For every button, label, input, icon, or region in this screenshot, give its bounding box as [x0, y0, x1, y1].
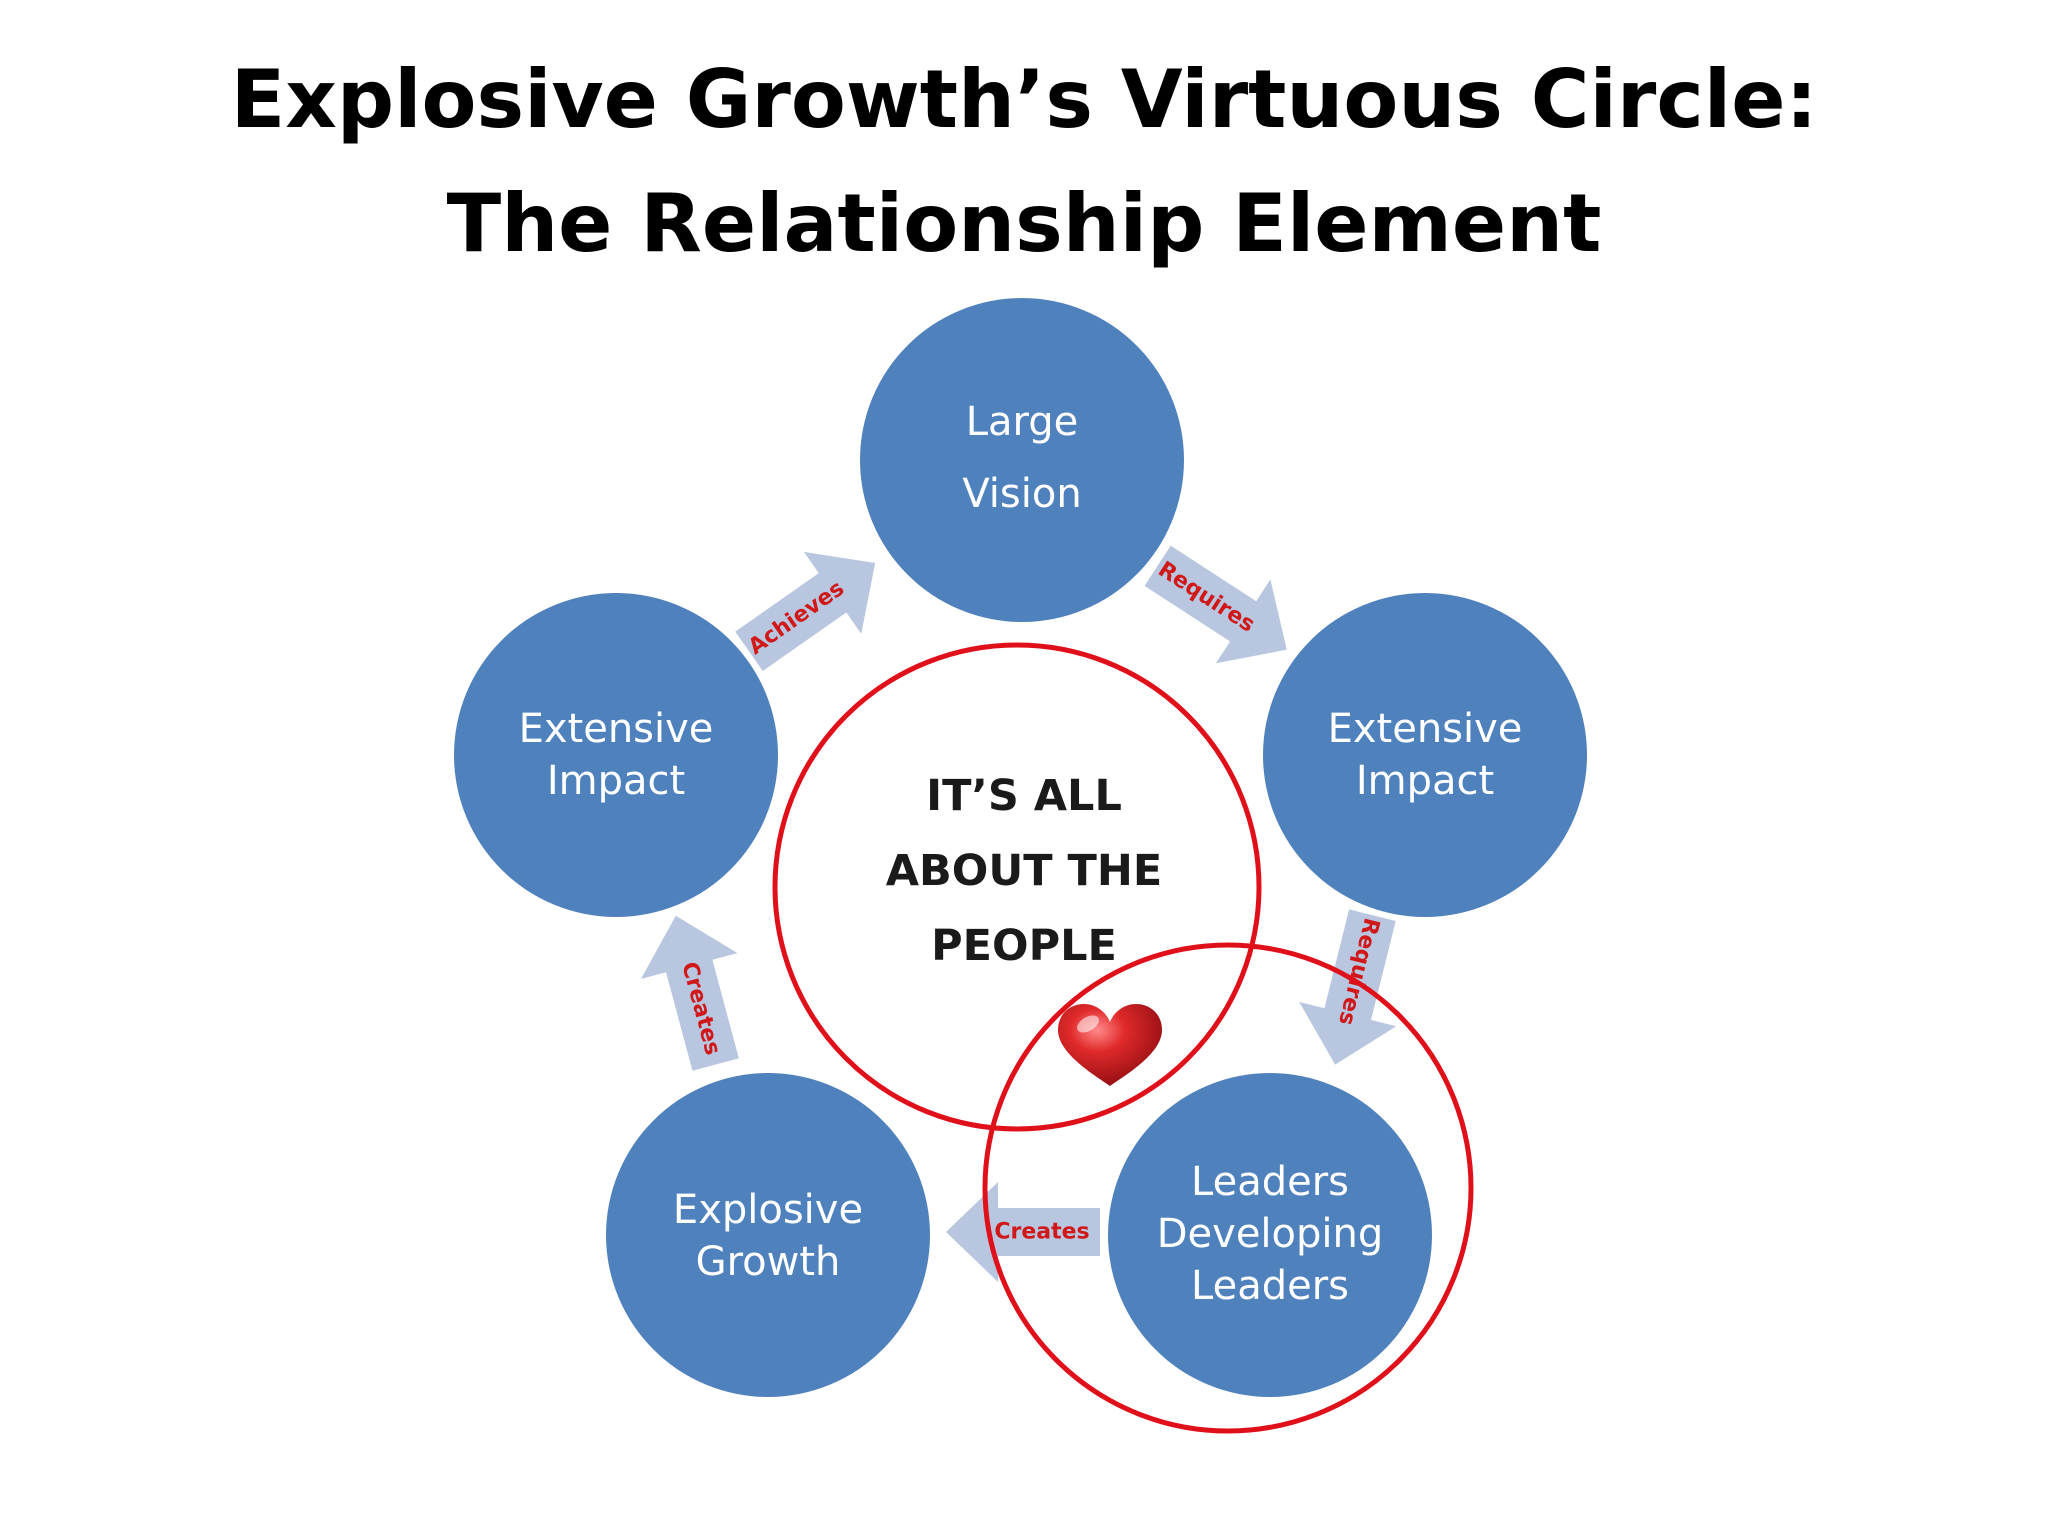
arrow-label-creates-bottom: Creates — [994, 1220, 1089, 1245]
node-explosive-growth: Explosive Growth — [606, 1073, 930, 1397]
center-line-1: IT’S ALL — [926, 771, 1122, 821]
arrow-requires-top: Requires — [1144, 545, 1287, 664]
node-leaders-line-3: Leaders — [1191, 1263, 1349, 1309]
heart-icon — [1058, 1004, 1162, 1086]
ring-leaders — [982, 942, 1474, 1434]
center-line-3: PEOPLE — [931, 921, 1117, 971]
node-explosive-growth-line-1: Explosive — [673, 1187, 863, 1233]
title-line-1: Explosive Growth’s Virtuous Circle: — [230, 53, 1818, 146]
arrow-creates-bottom: Creates — [946, 1182, 1100, 1282]
title-line-2: The Relationship Element — [446, 177, 1602, 270]
ring-people — [772, 642, 1262, 1132]
node-leaders-developing-leaders: Leaders Developing Leaders — [1108, 1073, 1432, 1397]
node-large-vision-line-1: Large — [966, 399, 1079, 445]
node-explosive-growth-line-2: Growth — [696, 1239, 841, 1285]
center-message: IT’S ALL ABOUT THE PEOPLE — [886, 771, 1163, 971]
node-extensive-impact-left-line-2: Impact — [547, 758, 685, 804]
arrow-requires-right: Requires — [1299, 909, 1397, 1065]
center-line-2: ABOUT THE — [886, 846, 1163, 896]
node-extensive-impact-right-line-2: Impact — [1356, 758, 1494, 804]
slide-title: Explosive Growth’s Virtuous Circle: The … — [0, 38, 2048, 286]
node-extensive-impact-right: Extensive Impact — [1263, 593, 1587, 917]
node-extensive-impact-left: Extensive Impact — [454, 593, 778, 917]
node-leaders-line-1: Leaders — [1191, 1159, 1349, 1205]
arrow-creates-left: Creates — [640, 915, 739, 1071]
node-extensive-impact-left-line-1: Extensive — [519, 706, 714, 752]
node-large-vision: Large Vision — [860, 298, 1184, 622]
node-large-vision-line-2: Vision — [962, 471, 1081, 517]
node-extensive-impact-right-line-1: Extensive — [1328, 706, 1523, 752]
node-leaders-line-2: Developing — [1157, 1211, 1384, 1257]
